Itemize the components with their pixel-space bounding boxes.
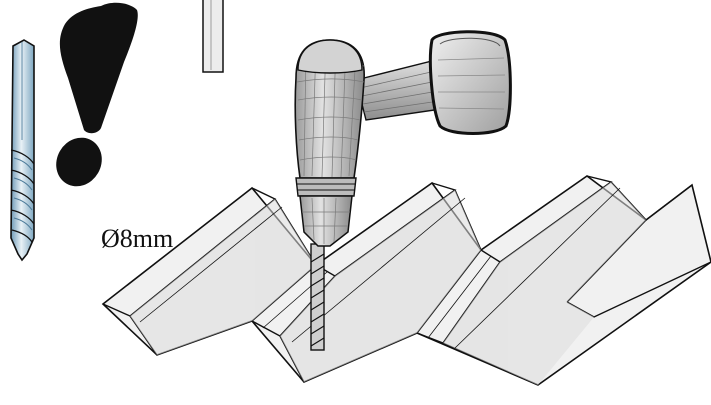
exclamation-icon (47, 3, 137, 195)
corrugated-sheet-icon (103, 176, 711, 385)
rod-icon (203, 0, 223, 72)
drill-shaft-icon (311, 244, 324, 350)
drill-bit-icon (11, 40, 34, 260)
drill-bit-size-label: Ø8mm (95, 224, 185, 254)
